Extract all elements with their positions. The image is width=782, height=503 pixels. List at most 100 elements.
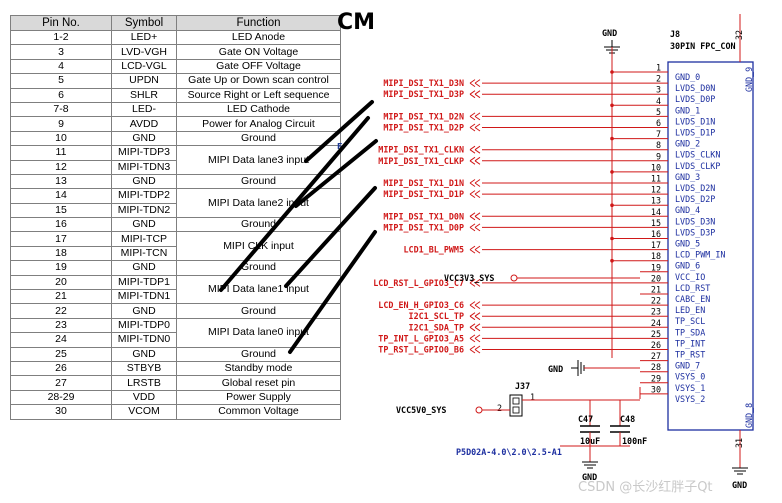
symbol-cell: STBYB xyxy=(111,360,177,377)
pin-label: LED_EN xyxy=(675,305,705,315)
port-chevron-icon xyxy=(469,312,481,321)
pin-label: GND_5 xyxy=(675,239,700,249)
symbol-cell: GND xyxy=(111,260,177,276)
net-port: MIPI_DSI_TX1_D2P xyxy=(383,123,640,133)
pin-number: 8 xyxy=(656,140,661,150)
net-label: MIPI_DSI_TX1_D2N xyxy=(383,111,464,121)
net-port: I2C1_SCL_TP xyxy=(409,311,640,321)
pin32-num: 32 xyxy=(734,30,744,40)
pin-number: 18 xyxy=(651,251,661,261)
port-chevron-icon xyxy=(469,79,481,88)
col-header-pin: Pin No. xyxy=(10,15,112,31)
c47-value: 10uF xyxy=(580,436,600,446)
annot-line-lane2 xyxy=(294,139,378,208)
net-port: LCD1_BL_PWM5 xyxy=(403,245,640,255)
port-chevron-icon xyxy=(469,179,481,187)
net-label: MIPI_DSI_TX1_CLKN xyxy=(378,145,464,155)
net-port: LCD_RST_L_GPIO3_C7 xyxy=(373,278,640,288)
col-header-function: Function xyxy=(176,15,341,31)
pin-label: VSYS_1 xyxy=(675,383,705,393)
port-chevron-icon xyxy=(469,223,481,232)
pin-label: GND_4 xyxy=(675,205,700,215)
pin-label: LVDS_D3P xyxy=(675,227,715,237)
symbol-cell: MIPI-TDP0 xyxy=(111,317,177,334)
pin-number: 23 xyxy=(651,307,661,317)
net-port: MIPI_DSI_TX1_D3P xyxy=(383,89,640,99)
pin-number: 4 xyxy=(656,96,661,106)
port-chevron-icon xyxy=(469,156,481,165)
function-cell: Ground xyxy=(176,217,341,233)
jumper-ref: J37 xyxy=(515,381,530,391)
c48-value: 100nF xyxy=(622,436,647,446)
symbol-cell: AVDD xyxy=(111,116,177,132)
cropped-title-fragment: CM xyxy=(337,10,376,35)
c48-ref: C48 xyxy=(620,414,635,424)
net-port: LCD_EN_H_GPIO3_C6 xyxy=(378,300,640,310)
net-port: MIPI_DSI_TX1_D0N xyxy=(383,211,640,221)
pin-label: LVDS_CLKP xyxy=(675,161,720,171)
pin-label: TP_RST xyxy=(675,350,705,360)
net-labels: MIPI_DSI_TX1_D3NMIPI_DSI_TX1_D3PMIPI_DSI… xyxy=(373,78,640,355)
side-bottom-label: GND_8 xyxy=(744,403,754,428)
gnd-right-bottom-symbol xyxy=(732,467,748,475)
pin-label: TP_SCL xyxy=(675,316,705,326)
connector-ref: J8 xyxy=(670,29,680,39)
gnd-mid-label: GND xyxy=(548,364,563,374)
jumper-pin-right: 1 xyxy=(530,392,535,402)
pin-number: 25 xyxy=(651,329,661,339)
net-label: MIPI_DSI_TX1_D2P xyxy=(383,123,464,133)
pin-label: LVDS_D0P xyxy=(675,94,715,104)
pin-label: GND_3 xyxy=(675,172,700,182)
pin-number: 26 xyxy=(651,340,661,350)
symbol-cell: LVD-VGH xyxy=(111,44,177,60)
gnd-top-label: GND xyxy=(602,28,617,38)
port-chevron-icon xyxy=(469,90,481,99)
pin31-num: 31 xyxy=(734,438,744,448)
annot-line-lane1 xyxy=(284,186,377,288)
pin-label: LVDS_CLKN xyxy=(675,150,720,160)
net-port: MIPI_DSI_TX1_CLKN xyxy=(378,145,640,155)
function-cell: Ground xyxy=(176,173,341,190)
symbol-cell: MIPI-TDN1 xyxy=(111,289,177,305)
pin-label: VSYS_2 xyxy=(675,394,705,404)
function-cell: MIPI Data lane0 input xyxy=(176,317,341,348)
pin-number: 30 xyxy=(651,384,661,394)
symbol-cell: LCD-VGL xyxy=(111,58,177,75)
annotation-lines xyxy=(219,100,378,354)
stray-label: F xyxy=(337,142,343,151)
pin-label: LVDS_D2P xyxy=(675,194,715,204)
vcc3v3-port xyxy=(510,274,518,282)
port-chevron-icon xyxy=(469,323,481,332)
port-chevron-icon xyxy=(469,145,481,154)
port-chevron-icon xyxy=(469,301,481,310)
net-port: MIPI_DSI_TX1_D0P xyxy=(383,222,640,232)
function-cell: Ground xyxy=(176,303,341,319)
pin-label: LVDS_D1P xyxy=(675,128,715,138)
pin-label: GND_6 xyxy=(675,261,700,271)
symbol-cell: MIPI-TDN2 xyxy=(111,202,177,219)
symbol-cell: GND xyxy=(111,173,177,190)
port-chevron-icon xyxy=(469,245,481,254)
pin-label: GND_0 xyxy=(675,72,700,82)
net-label: MIPI_DSI_TX1_D0P xyxy=(383,222,464,232)
net-port: MIPI_DSI_TX1_D1P xyxy=(383,189,640,199)
pin-number: 12 xyxy=(651,185,661,195)
pin-label: LCD_RST xyxy=(675,283,710,293)
net-label: TP_INT_L_GPIO3_A5 xyxy=(378,333,464,343)
annot-line-clk xyxy=(219,116,370,292)
net-label: MIPI_DSI_TX1_D1P xyxy=(383,189,464,199)
pin-label: GND_2 xyxy=(675,139,700,149)
net-label: I2C1_SCL_TP xyxy=(409,311,464,321)
